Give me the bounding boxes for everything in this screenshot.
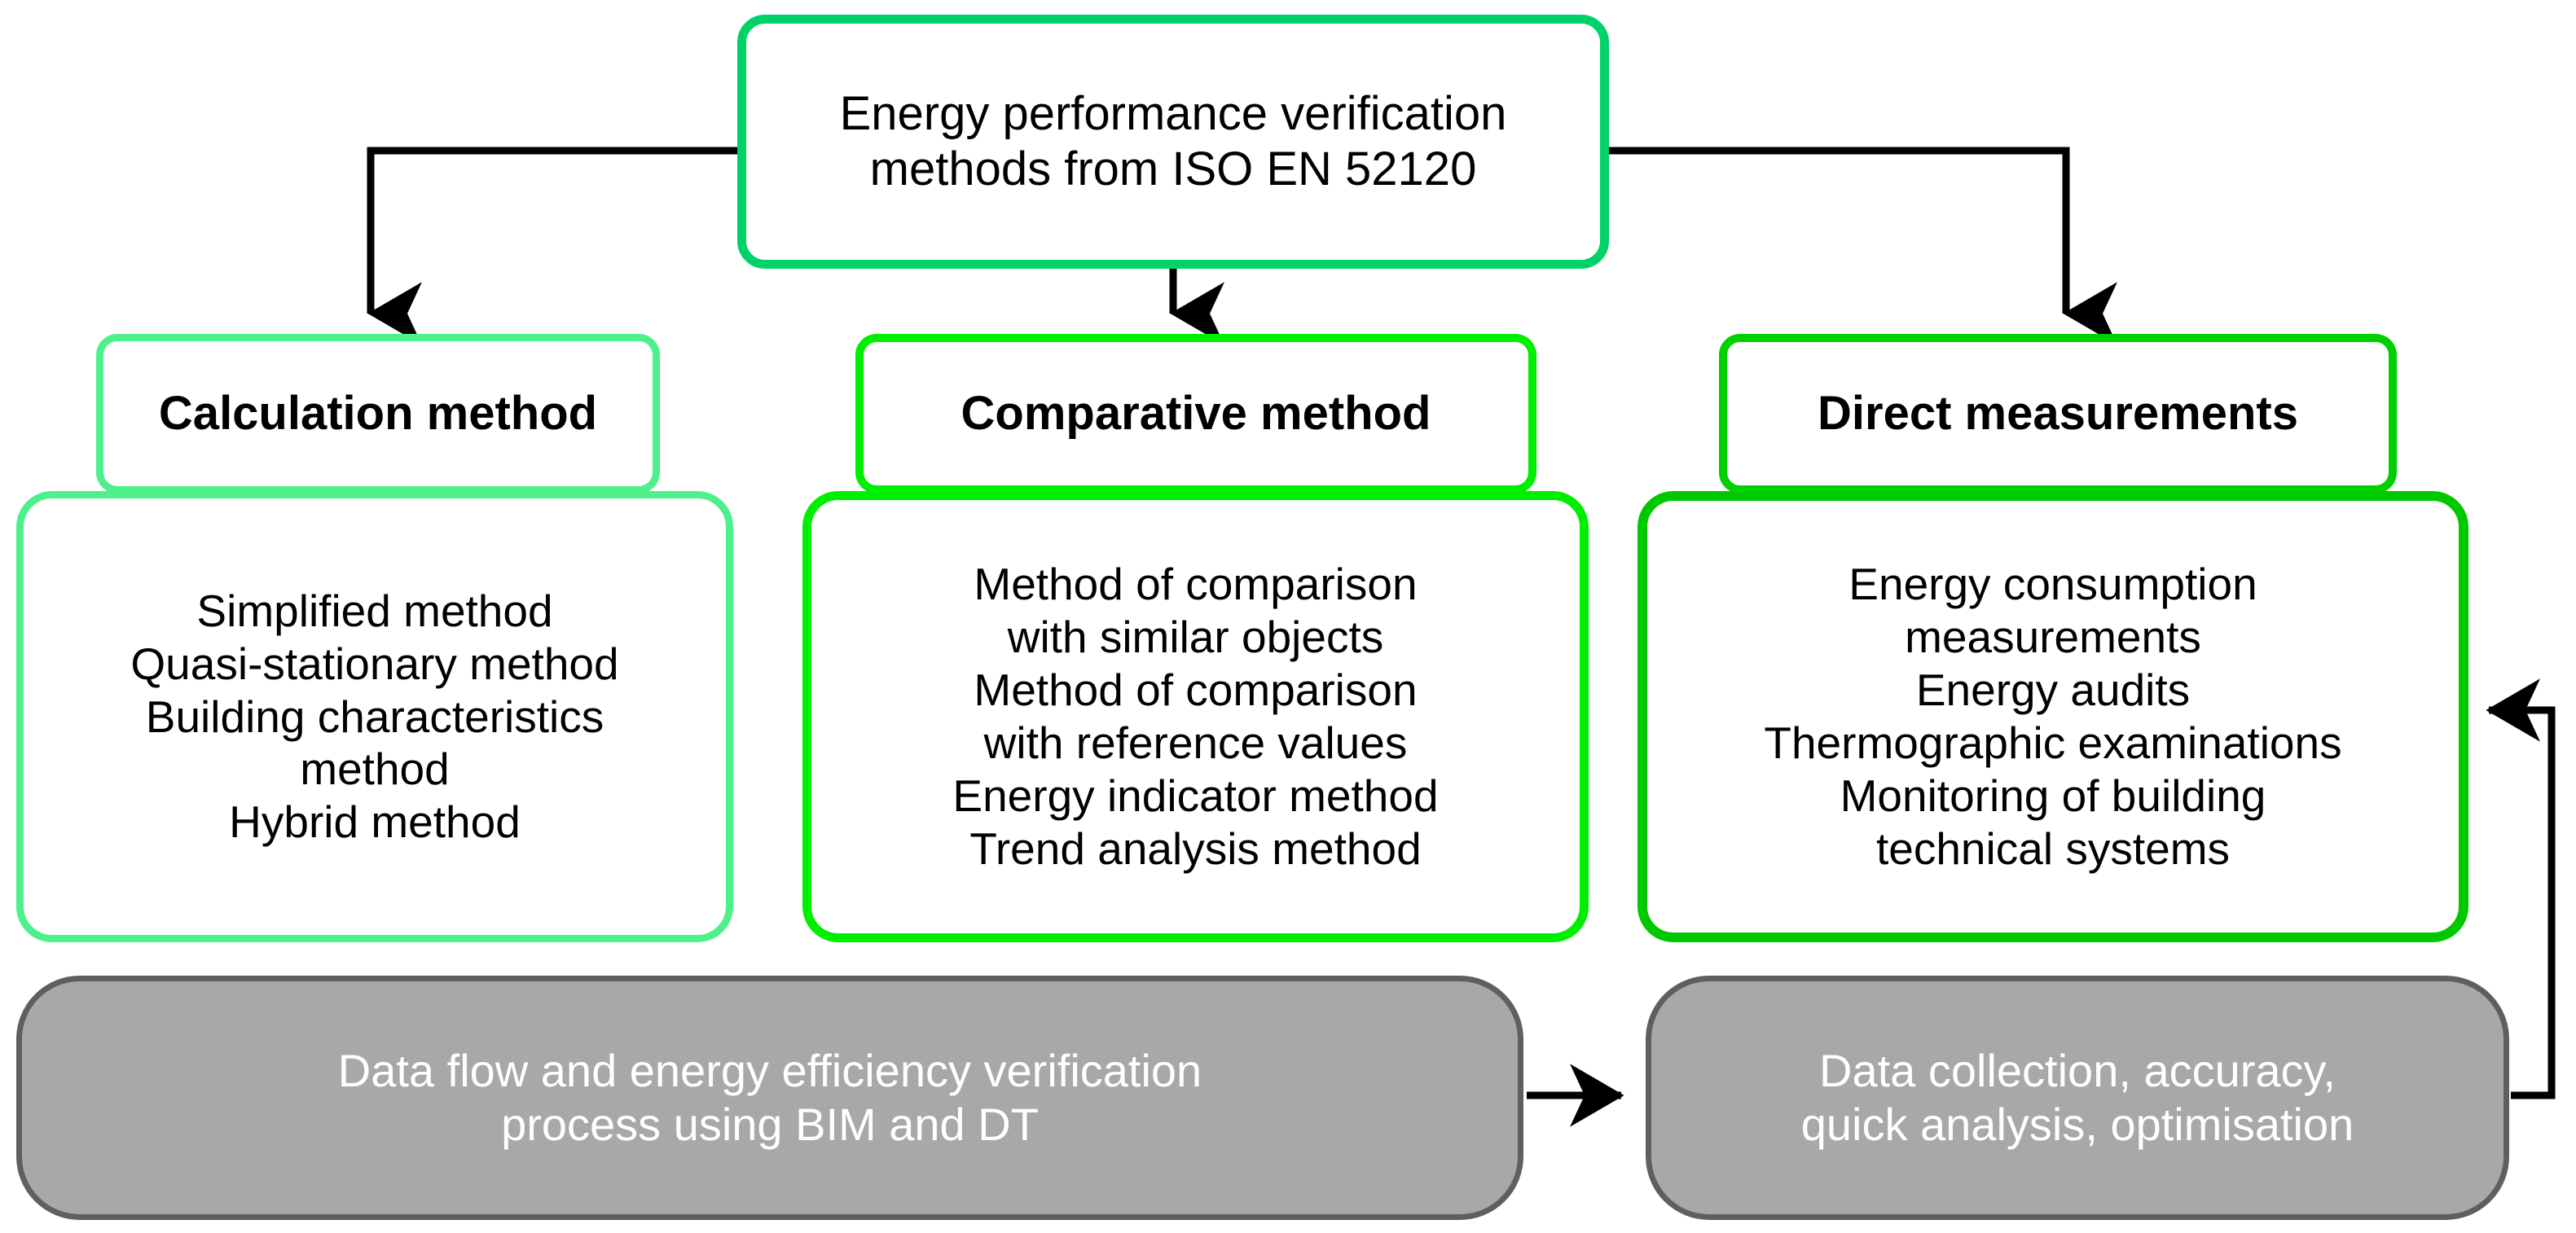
comparative-method-item: Method of comparison (974, 665, 1418, 716)
header-direct-measurements-label: Direct measurements (1818, 386, 2298, 440)
process-data-collection-text: Data collection, accuracy, quick analysi… (1801, 1044, 2354, 1152)
direct-measurements-item: Monitoring of building (1840, 770, 2266, 821)
calculation-method-item: Simplified method (196, 585, 553, 636)
direct-measurements-item: Energy audits (1915, 665, 2191, 716)
header-calculation-method[interactable]: Calculation method (96, 334, 660, 494)
direct-measurements-item: measurements (1905, 612, 2201, 663)
header-comparative-method-label: Comparative method (961, 386, 1431, 440)
header-direct-measurements[interactable]: Direct measurements (1719, 334, 2397, 494)
process-data-collection-line-1: Data collection, accuracy, (1819, 1044, 2336, 1096)
comparative-method-item-list: Method of comparison with similar object… (824, 558, 1567, 875)
process-data-flow-verification-text: Data flow and energy efficiency verifica… (338, 1044, 1202, 1152)
direct-measurements-item: Energy consumption (1848, 559, 2257, 610)
calculation-method-item: Building characteristics (145, 691, 604, 742)
process-data-flow-line-2: process using BIM and DT (501, 1099, 1039, 1150)
calculation-method-item: Quasi-stationary method (130, 638, 619, 689)
process-data-flow-verification[interactable]: Data flow and energy efficiency verifica… (16, 976, 1523, 1220)
direct-measurements-item-list: Energy consumption measurements Energy a… (1660, 558, 2446, 875)
calculation-method-item-list: Simplified method Quasi-stationary metho… (37, 585, 713, 849)
connector-root-to-direct (1609, 147, 2117, 345)
direct-measurements-item: technical systems (1875, 823, 2231, 874)
direct-measurements-item: Thermographic examinations (1764, 717, 2342, 768)
root-node-line-1: Energy performance verification (839, 86, 1507, 140)
process-data-flow-line-1: Data flow and energy efficiency verifica… (337, 1044, 1202, 1096)
content-comparative-method[interactable]: Method of comparison with similar object… (802, 491, 1589, 942)
header-comparative-method[interactable]: Comparative method (855, 334, 1536, 494)
process-data-collection-line-2: quick analysis, optimisation (1800, 1099, 2354, 1150)
comparative-method-item: Energy indicator method (952, 770, 1439, 821)
header-calculation-method-label: Calculation method (158, 386, 598, 440)
calculation-method-item: method (300, 744, 450, 795)
comparative-method-item: Trend analysis method (969, 823, 1422, 874)
content-direct-measurements[interactable]: Energy consumption measurements Energy a… (1637, 491, 2468, 942)
calculation-method-item: Hybrid method (229, 796, 521, 848)
comparative-method-item: with similar objects (1007, 612, 1384, 663)
comparative-method-item: with reference values (983, 717, 1408, 768)
content-calculation-method[interactable]: Simplified method Quasi-stationary metho… (16, 491, 733, 942)
comparative-method-item: Method of comparison (974, 559, 1418, 610)
process-data-collection[interactable]: Data collection, accuracy, quick analysi… (1646, 976, 2509, 1220)
connector-root-to-calculation (367, 147, 737, 345)
root-node-text: Energy performance verification methods … (840, 86, 1507, 198)
root-node-line-2: methods from ISO EN 52120 (869, 143, 1477, 195)
root-node[interactable]: Energy performance verification methods … (737, 15, 1609, 269)
